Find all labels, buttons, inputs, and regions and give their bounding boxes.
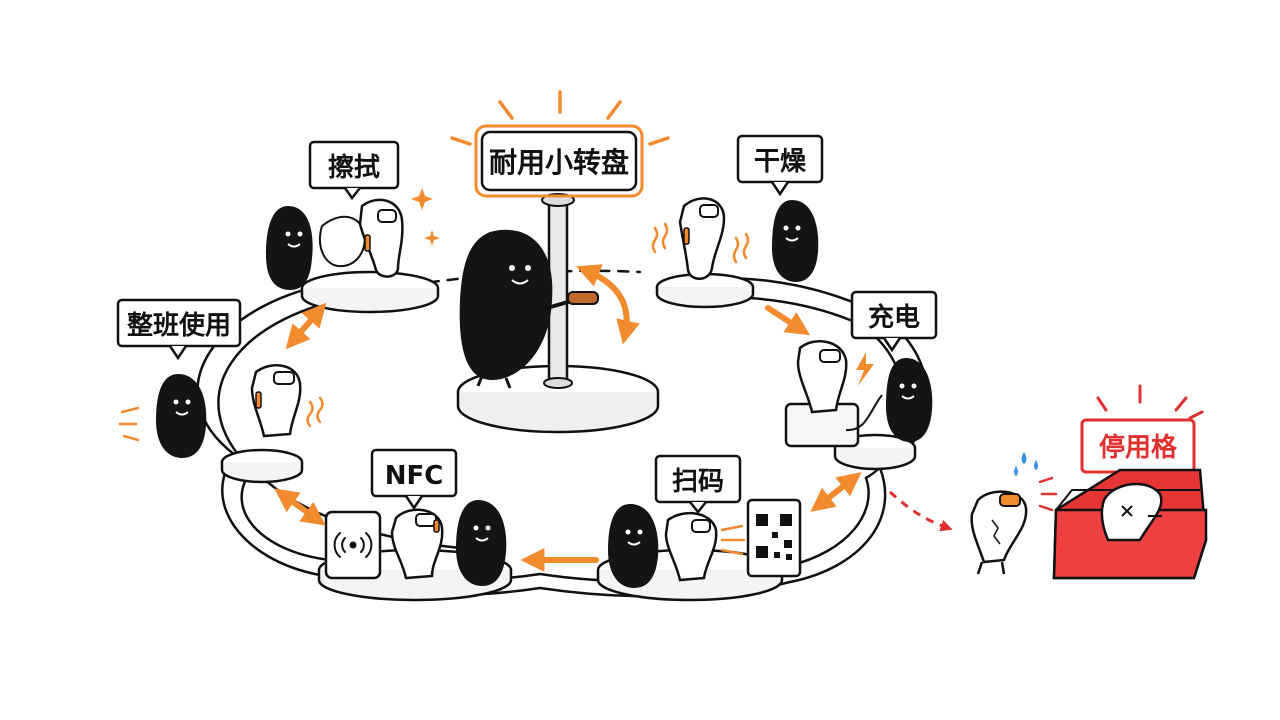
label-charge: 充电: [868, 302, 920, 333]
label-nfc: NFC: [385, 461, 444, 491]
label-wipe: 擦拭: [328, 152, 380, 183]
charge-character: [886, 358, 933, 442]
retired-bin: 停用格: [1052, 384, 1208, 580]
label-class-use: 整班使用: [127, 310, 231, 341]
class-use-character: [156, 374, 207, 458]
label-scan: 扫码: [672, 467, 724, 497]
center-turntable: 耐用小转盘: [450, 90, 670, 434]
station-charge: 充电: [784, 290, 938, 448]
retire-arrow: [888, 490, 953, 532]
motion-lines-icon: [118, 396, 324, 442]
station-wipe: 擦拭: [266, 140, 440, 290]
center-sign: [480, 130, 638, 192]
label-dry: 干燥: [754, 147, 807, 177]
station-scan: 扫码: [608, 454, 802, 588]
scan-character: [608, 504, 659, 588]
alert-marks-icon: [1038, 476, 1058, 512]
dry-device: [678, 197, 726, 280]
wipe-cloth: [319, 216, 366, 268]
rotate-arrow-icon: [576, 264, 640, 345]
nfc-wave-icon: [333, 532, 373, 558]
scan-beam-icon: [720, 524, 746, 556]
bin-alert-rays: [1096, 384, 1204, 420]
station-dry: 干燥: [651, 134, 824, 282]
station-nfc: NFC: [324, 448, 507, 586]
lightning-icon: [856, 352, 874, 386]
flow-arrows: [274, 302, 862, 572]
dry-character: [772, 200, 819, 282]
center-character: [459, 229, 553, 380]
sweat-drops-icon: [1014, 452, 1038, 476]
arrow-dry-charge: [765, 305, 811, 336]
center-sign-frame: [474, 124, 644, 198]
arrow-charge-scan: [810, 472, 862, 512]
center-title: 耐用小转盘: [489, 146, 629, 179]
arrow-nfc-class-use: [274, 488, 326, 526]
heat-waves-icon: [651, 222, 750, 264]
sparkle-icon: [411, 188, 440, 246]
arrow-wipe-class-use: [285, 302, 327, 350]
nfc-character: [456, 500, 507, 586]
wipe-character: [266, 206, 313, 290]
retired-label: 停用格: [1099, 432, 1178, 463]
sign-glow-rays: [450, 90, 670, 146]
station-class-use: 整班使用: [116, 298, 324, 458]
broken-device: [970, 452, 1058, 575]
